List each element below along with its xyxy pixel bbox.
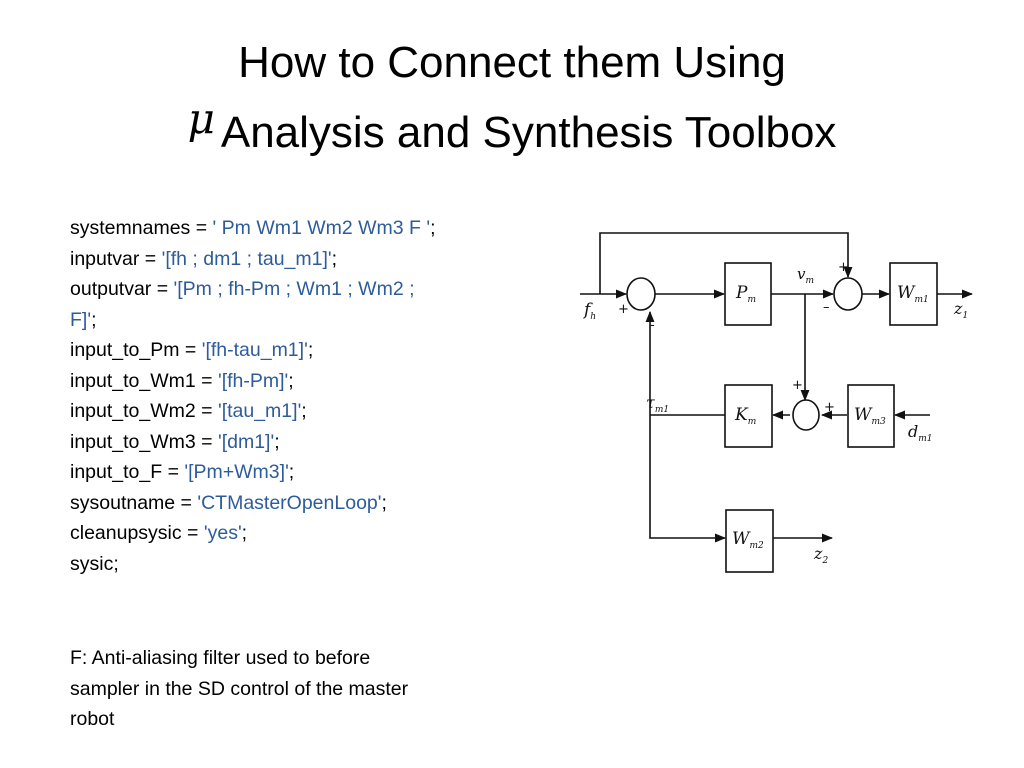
block-wm2-label: Wm2: [732, 529, 764, 551]
code-line: sysoutname = 'CTMasterOpenLoop';: [70, 488, 510, 519]
sign-minus: -: [650, 318, 655, 333]
code-line: input_to_Wm3 = '[dm1]';: [70, 427, 510, 458]
code-text: cleanupsysic =: [70, 522, 204, 544]
signal-taum1-label: τm1: [646, 393, 669, 415]
code-text: ;: [288, 461, 295, 483]
code-text: systemnames =: [70, 217, 213, 239]
code-text: ;: [241, 522, 248, 544]
code-string: '[Pm ; fh-Pm ; Wm1 ; Wm2 ;: [173, 278, 415, 300]
sign-plus: +: [618, 302, 629, 317]
footnote-line: sampler in the SD control of the master: [70, 677, 409, 700]
signal-z2-label: z2: [813, 544, 828, 566]
code-line: outputvar = '[Pm ; fh-Pm ; Wm1 ; Wm2 ;: [70, 274, 510, 305]
code-string: '[tau_m1]': [217, 400, 302, 422]
sign-plus: +: [824, 400, 835, 415]
code-line: inputvar = '[fh ; dm1 ; tau_m1]';: [70, 244, 510, 275]
code-text: ;: [381, 491, 387, 514]
code-line: F]';: [70, 305, 510, 336]
mu-symbol: μ: [187, 94, 215, 143]
code-text: ;: [274, 430, 280, 453]
code-text: ;: [430, 217, 436, 239]
code-text: input_to_Wm2 =: [70, 400, 218, 422]
sign-plus: +: [792, 378, 803, 393]
code-text: ;: [307, 339, 314, 361]
slide-title-line1: How to Connect them Using: [238, 38, 786, 87]
code-text: input_to_Wm3 =: [70, 430, 218, 453]
code-line: systemnames = ' Pm Wm1 Wm2 Wm3 F ';: [70, 213, 510, 244]
code-text: input_to_Pm =: [70, 339, 202, 361]
footnote-line: F: Anti-aliasing filter used to before: [70, 647, 371, 669]
block-wm3-label: Wm3: [854, 405, 886, 427]
code-string: '[dm1]': [217, 430, 275, 453]
code-text: sysic;: [70, 552, 119, 575]
code-string: 'CTMasterOpenLoop': [197, 491, 382, 514]
summing-junction: [792, 399, 820, 431]
code-string: '[fh ; dm1 ; tau_m1]': [161, 247, 332, 270]
code-line: input_to_F = '[Pm+Wm3]';: [70, 457, 510, 488]
footnote: F: Anti-aliasing filter used to before s…: [70, 643, 510, 735]
signal-z1-label: z1: [953, 299, 968, 321]
block-wm3: [847, 384, 895, 448]
block-wm1: [889, 262, 938, 326]
code-string: ' Pm Wm1 Wm2 Wm3 F ': [212, 217, 431, 239]
code-string: '[Pm+Wm3]': [184, 461, 289, 483]
block-wm1-label: Wm1: [897, 283, 929, 305]
code-string: '[fh-tau_m1]': [201, 339, 308, 361]
block-km-label: Km: [734, 405, 756, 427]
code-text: input_to_F =: [70, 461, 185, 483]
code-text: ;: [288, 369, 294, 392]
sign-plus: +: [838, 260, 849, 275]
summing-junction: [833, 277, 863, 311]
code-text: ;: [331, 247, 338, 270]
block-wm2: [725, 509, 774, 573]
code-string: F]': [70, 308, 92, 331]
matlab-code-block: systemnames = ' Pm Wm1 Wm2 Wm3 F ';input…: [70, 213, 510, 579]
code-line: input_to_Wm1 = '[fh-Pm]';: [70, 366, 510, 397]
summing-junction: [626, 277, 656, 311]
signal-fh-label: fh: [582, 300, 596, 322]
code-text: inputvar =: [70, 247, 162, 270]
footnote-line: robot: [70, 708, 115, 730]
signal-vm-label: vm: [797, 265, 814, 286]
block-diagram: Pm Wm1 Km Wm3 Wm2 fh vm z1 τm1 dm1 z2 + …: [580, 232, 974, 573]
block-km: [724, 384, 773, 448]
code-line: sysic;: [70, 549, 510, 580]
code-text: input_to_Wm1 =: [70, 369, 218, 392]
signal-dm1-label: dm1: [908, 422, 933, 444]
code-line: cleanupsysic = 'yes';: [70, 518, 510, 549]
code-string: 'yes': [203, 522, 242, 544]
code-line: input_to_Pm = '[fh-tau_m1]';: [70, 335, 510, 366]
signal-line: [649, 415, 727, 543]
sign-minus: –: [823, 300, 830, 315]
block-pm-label: Pm: [735, 283, 756, 305]
block-pm: [724, 262, 772, 326]
code-text: outputvar =: [70, 278, 174, 300]
code-text: ;: [91, 308, 97, 331]
code-text: ;: [301, 400, 307, 422]
slide-title-line2-text: Analysis and Synthesis Toolbox: [220, 108, 837, 157]
code-string: '[fh-Pm]': [217, 369, 289, 392]
code-text: sysoutname =: [70, 491, 198, 514]
code-line: input_to_Wm2 = '[tau_m1]';: [70, 396, 510, 427]
signal-line: [599, 232, 853, 294]
